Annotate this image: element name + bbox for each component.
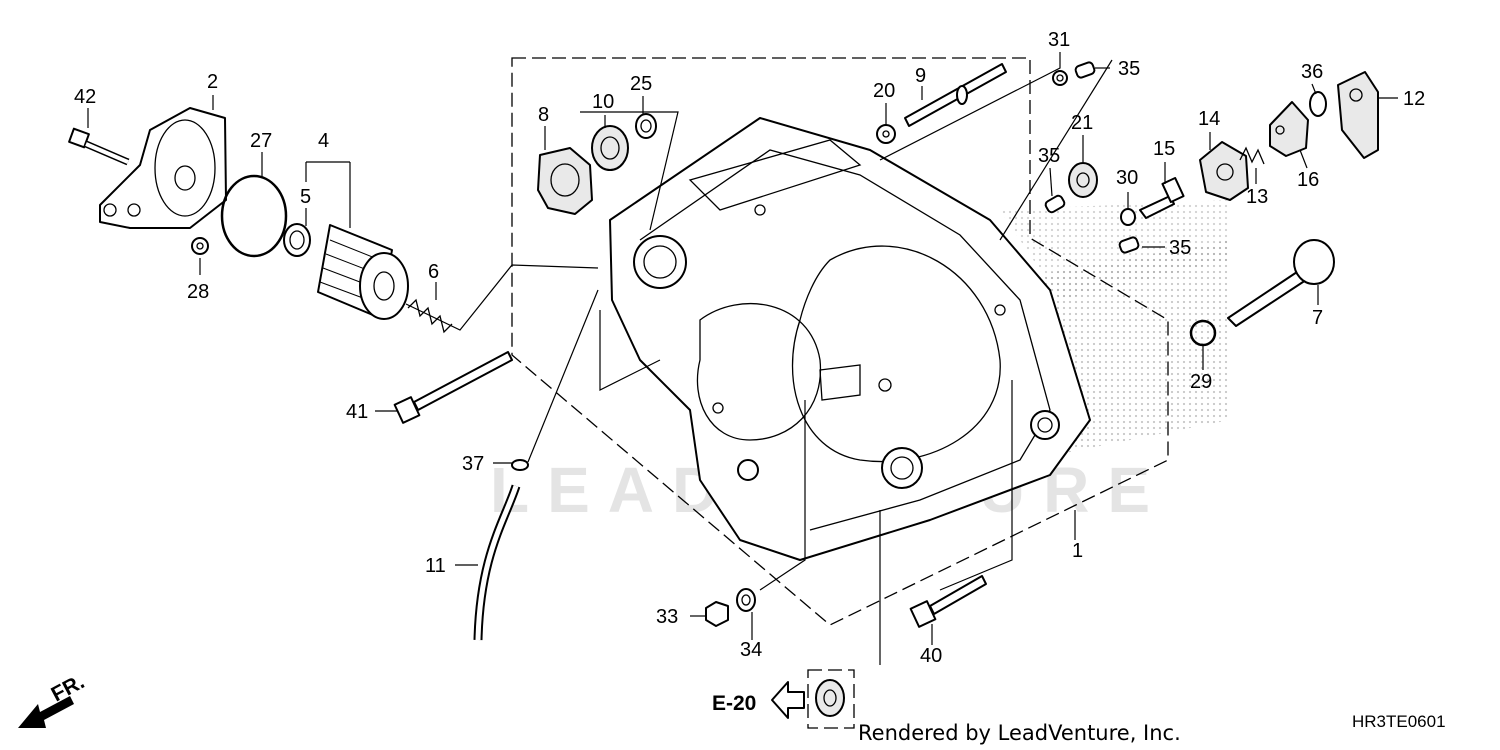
callout-11: 11 — [425, 555, 446, 577]
callout-16: 16 — [1297, 169, 1319, 191]
bolt-15 — [1139, 176, 1185, 219]
assembly-outline — [511, 57, 1169, 626]
callout-41: 41 — [346, 401, 368, 423]
callout-37: 37 — [462, 453, 484, 475]
callout-13: 13 — [1246, 186, 1268, 208]
callout-8: 8 — [538, 104, 549, 126]
callout-25: 25 — [630, 73, 652, 95]
callout-4: 4 — [318, 130, 329, 152]
oil-filter-cover — [99, 107, 227, 229]
callout-35-top: 35 — [1118, 58, 1140, 80]
callout-2: 2 — [207, 71, 218, 93]
part-8 — [537, 147, 593, 215]
dowel-35-mid — [1044, 194, 1066, 214]
callout-6: 6 — [428, 261, 439, 283]
callout-29: 29 — [1190, 371, 1212, 393]
washer-20 — [876, 124, 896, 144]
direction-label: FR. — [48, 670, 89, 706]
reference-e20: E-20 — [712, 669, 855, 729]
washer-31 — [1052, 70, 1068, 86]
front-direction-indicator: FR. — [18, 670, 88, 728]
bolt-41 — [393, 351, 513, 424]
washer-28 — [191, 237, 209, 255]
clip-37 — [511, 459, 529, 471]
oil-filter-4 — [317, 224, 409, 320]
callout-36: 36 — [1301, 61, 1323, 83]
callout-12: 12 — [1403, 88, 1425, 110]
shaft-9 — [904, 63, 1007, 127]
part-16 — [1269, 101, 1309, 157]
callout-35-low: 35 — [1169, 237, 1191, 259]
callout-10: 10 — [592, 91, 614, 113]
part-25 — [635, 113, 657, 139]
part-14 — [1199, 141, 1249, 201]
callout-5: 5 — [300, 186, 311, 208]
seal-5 — [283, 223, 311, 257]
callout-15: 15 — [1153, 138, 1175, 160]
callout-40: 40 — [920, 645, 942, 667]
callout-33: 33 — [656, 606, 678, 628]
callout-35-mid: 35 — [1038, 145, 1060, 167]
bolt-42 — [68, 127, 130, 166]
callout-7: 7 — [1312, 307, 1323, 329]
figure-code: HR3TE0601 — [1352, 712, 1446, 731]
crankcase-cover — [609, 117, 1091, 561]
nut-33 — [705, 601, 729, 627]
leader-lines — [87, 52, 1398, 665]
callout-28: 28 — [187, 281, 209, 303]
callout-numbers: 1 2 4 5 6 7 8 9 10 11 12 13 14 15 16 20 … — [74, 29, 1425, 667]
bearing-21 — [1068, 162, 1098, 198]
washer-30 — [1120, 208, 1136, 226]
callout-42: 42 — [74, 86, 96, 108]
bolt-40 — [909, 575, 987, 628]
dipstick-7 — [1227, 239, 1335, 327]
callout-1: 1 — [1072, 540, 1083, 562]
callout-20: 20 — [873, 80, 895, 102]
dowel-35-low — [1118, 236, 1140, 254]
callout-9: 9 — [915, 65, 926, 87]
callout-14: 14 — [1198, 108, 1220, 130]
callout-27: 27 — [250, 130, 272, 152]
plate-12 — [1337, 71, 1379, 159]
ring-36 — [1309, 91, 1327, 117]
callout-30: 30 — [1116, 167, 1138, 189]
callout-34: 34 — [740, 639, 762, 661]
spring-13 — [1239, 146, 1265, 165]
seal-10 — [591, 125, 629, 171]
callout-31: 31 — [1048, 29, 1070, 51]
washer-34 — [736, 588, 756, 612]
callout-21: 21 — [1071, 112, 1093, 134]
dowel-35-top — [1074, 61, 1096, 79]
o-ring-27 — [220, 174, 288, 258]
footer-credit: Rendered by LeadVenture, Inc. — [858, 721, 1181, 745]
o-ring-29 — [1189, 319, 1217, 347]
reference-label: E-20 — [712, 692, 756, 715]
